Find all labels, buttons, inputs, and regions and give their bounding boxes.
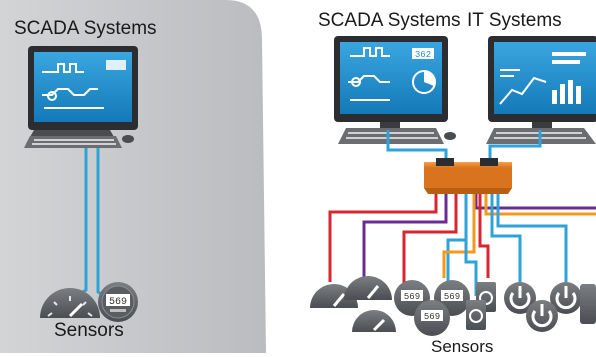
speaker-icon-2 xyxy=(466,300,486,330)
right-meter-reading-2: 569 xyxy=(444,292,460,302)
right-meter-icon-3: 569 xyxy=(414,300,450,336)
left-gauge-icon xyxy=(40,288,100,318)
it-computer xyxy=(486,36,596,144)
right-scada-label: SCADA Systems xyxy=(318,10,461,31)
right-sensors-label: Sensors xyxy=(431,337,494,356)
left-scada-computer xyxy=(24,46,138,148)
power-icon-3 xyxy=(526,300,558,332)
network-switch xyxy=(424,158,512,194)
right-gauge-icon-2 xyxy=(344,276,392,300)
power-icon-2 xyxy=(550,282,582,314)
it-systems-label: IT Systems xyxy=(467,10,562,31)
left-meter-reading: 569 xyxy=(109,297,127,308)
right-gauge-icon-3 xyxy=(352,310,396,332)
power-icon-1 xyxy=(504,282,536,314)
left-meter-icon: 569 xyxy=(98,282,138,322)
right-meter-reading-1: 569 xyxy=(404,292,420,302)
right-gauge-icon-1 xyxy=(310,284,358,308)
scada-screen-value: 362 xyxy=(415,50,431,60)
camera-icon xyxy=(580,284,596,324)
right-meter-reading-3: 569 xyxy=(424,312,440,322)
sensor-cables xyxy=(328,192,596,296)
scada-process-graphic xyxy=(42,63,104,109)
right-scada-computer: 362 xyxy=(334,36,456,144)
left-sensors-label: Sensors xyxy=(54,320,124,341)
left-scada-label: SCADA Systems xyxy=(14,18,157,39)
